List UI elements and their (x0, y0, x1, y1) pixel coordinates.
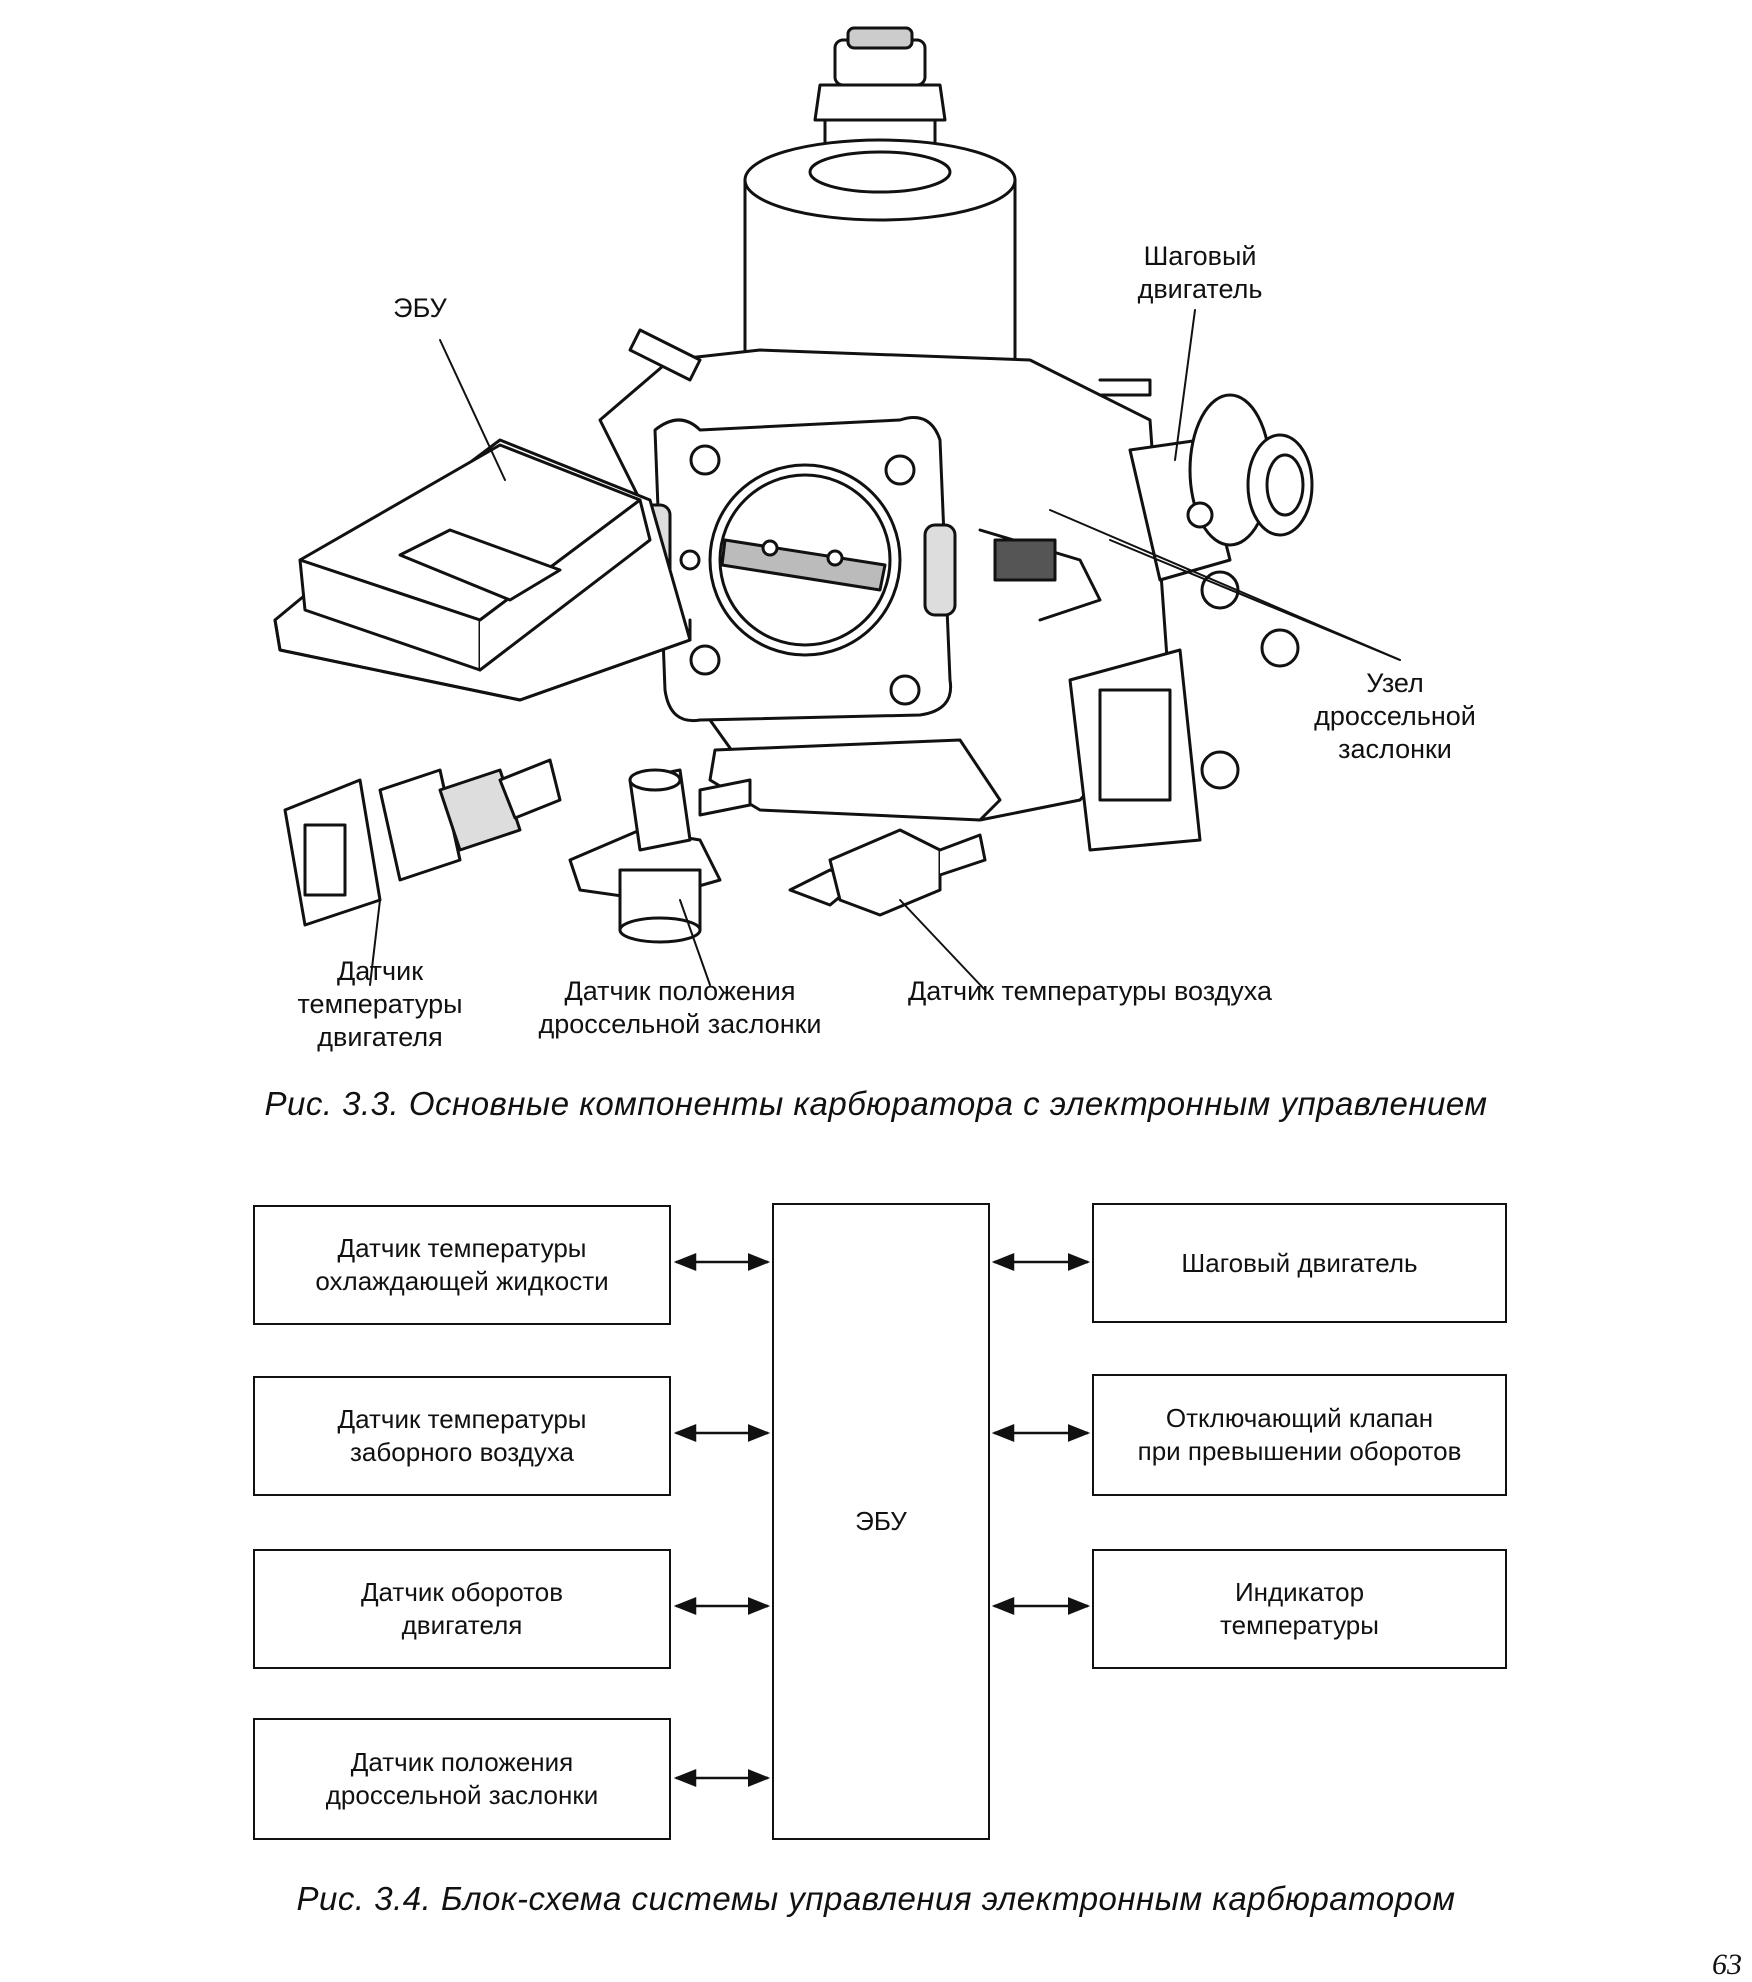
right-box-temperature-indicator: Индикатор температуры (1092, 1549, 1507, 1669)
throttle-unit-label: Узел дроссельной заслонки (1314, 668, 1476, 764)
right-box-stepper-motor-text: Шаговый двигатель (1181, 1247, 1418, 1278)
left-box-engine-speed-sensor-text: Датчик оборотов двигателя (360, 1577, 564, 1640)
throttle-position-sensor-label: Датчик положения дроссельной заслонки (538, 976, 822, 1039)
ecu-center-box: ЭБУ (772, 1203, 990, 1840)
throttle-position-sensor-drawing (568, 768, 752, 944)
left-box-intake-air-temp-sensor: Датчик температуры заборного воздуха (253, 1376, 671, 1496)
left-box-throttle-position-sensor-text: Датчик положения дроссельной заслонки (325, 1747, 599, 1810)
carburetor-top-housing (743, 26, 1017, 414)
figure-3-4-caption: Рис. 3.4. Блок-схема системы управления … (296, 1880, 1456, 1917)
air-temp-sensor-drawing (788, 828, 987, 917)
stepper-motor-drawing (1128, 393, 1314, 582)
left-box-coolant-temp-sensor: Датчик температуры охлаждающей жидкости (253, 1205, 671, 1325)
left-box-intake-air-temp-sensor-text: Датчик температуры заборного воздуха (337, 1404, 587, 1467)
right-box-overspeed-cutoff-valve-text: Отключающий клапан при превышении оборот… (1137, 1403, 1462, 1466)
carburetor-illustration (273, 26, 1401, 991)
right-box-overspeed-cutoff-valve: Отключающий клапан при превышении оборот… (1092, 1374, 1507, 1496)
ecu-center-box-text: ЭБУ (855, 1506, 907, 1536)
stepper-motor-label: Шаговый двигатель (1137, 241, 1263, 304)
carburetor-body (598, 328, 1300, 852)
engine-temp-sensor-drawing (283, 758, 562, 927)
right-box-temperature-indicator-text: Индикатор температуры (1220, 1577, 1379, 1640)
right-box-stepper-motor: Шаговый двигатель (1092, 1203, 1507, 1323)
ecu-label: ЭБУ (393, 293, 447, 323)
left-box-throttle-position-sensor: Датчик положения дроссельной заслонки (253, 1718, 671, 1840)
figure-3-3-caption: Рис. 3.3. Основные компоненты карбюратор… (264, 1085, 1488, 1122)
left-box-engine-speed-sensor: Датчик оборотов двигателя (253, 1549, 671, 1669)
left-box-coolant-temp-sensor-text: Датчик температуры охлаждающей жидкости (315, 1233, 609, 1296)
ecu-drawing (273, 438, 692, 702)
engine-temp-sensor-label: Датчик температуры двигателя (297, 956, 463, 1052)
leader-lines (369, 309, 1401, 991)
page-number: 63 (1712, 1948, 1742, 1981)
air-temp-sensor-label: Датчик температуры воздуха (907, 976, 1273, 1006)
